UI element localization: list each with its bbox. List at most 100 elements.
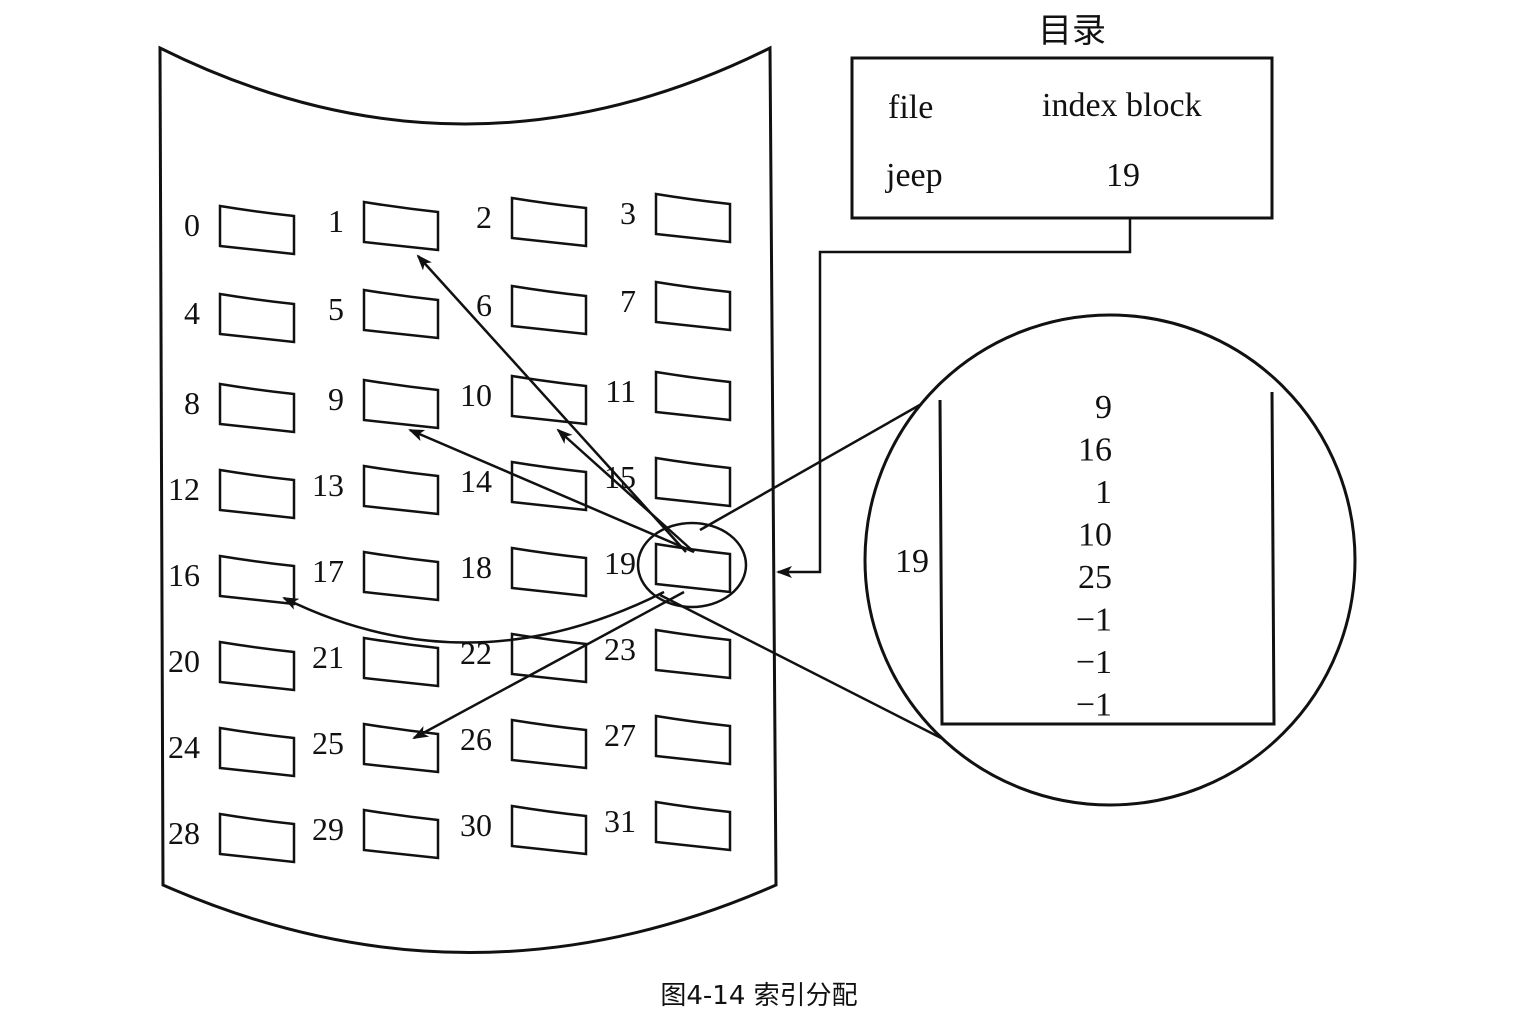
disk-block-label: 20	[168, 643, 200, 679]
disk-block-rect	[362, 200, 440, 252]
disk-block-label: 31	[604, 803, 636, 839]
disk-block-label: 13	[312, 467, 344, 503]
disk-block-17: 17	[312, 550, 440, 602]
disk-block-label: 26	[460, 721, 492, 757]
disk-block-5: 5	[328, 288, 440, 340]
disk-block-21: 21	[312, 636, 440, 688]
disk-block-rect	[510, 546, 588, 598]
disk-block-label: 17	[312, 553, 344, 589]
disk-block-label: 10	[460, 377, 492, 413]
disk-block-label: 9	[328, 381, 344, 417]
disk-block-24: 24	[168, 726, 296, 778]
directory-to-index-connector	[776, 218, 1132, 578]
disk-block-rect	[362, 636, 440, 688]
disk-block-27: 27	[604, 714, 732, 766]
disk-block-rect	[218, 640, 296, 692]
disk-block-rect	[218, 204, 296, 256]
disk-block-3: 3	[620, 192, 732, 244]
disk-block-30: 30	[460, 804, 588, 856]
disk-block-label: 28	[168, 815, 200, 851]
disk-block-rect	[362, 550, 440, 602]
disk-block-label: 2	[476, 199, 492, 235]
figure-caption: 图4-14 索引分配	[660, 981, 858, 1011]
disk-block-rect	[218, 292, 296, 344]
directory-table: 目录 file index block jeep 19	[850, 11, 1274, 220]
disk-block-20: 20	[168, 640, 296, 692]
disk-block-23: 23	[604, 628, 732, 680]
pointer-arrows	[282, 254, 695, 740]
disk-block-16: 16	[168, 554, 296, 606]
index-entry: −1	[1076, 644, 1112, 681]
pointer-arrow-19-to-16	[282, 590, 665, 644]
index-block-magnifier	[863, 313, 1357, 807]
disk-block-rect	[218, 726, 296, 778]
disk-block-19: 19	[604, 542, 732, 594]
magnifier-tangent-top	[699, 400, 926, 532]
directory-header-index-block: index block	[1042, 87, 1202, 124]
disk-block-15: 15	[604, 456, 732, 508]
disk-block-label: 23	[604, 631, 636, 667]
block-19-highlight-ellipse	[636, 521, 748, 609]
disk-block-label: 24	[168, 729, 200, 765]
disk-block-label: 14	[460, 463, 492, 499]
index-entry: 9	[1095, 389, 1112, 426]
index-entry: 10	[1078, 517, 1112, 554]
disk-block-22: 22	[460, 632, 588, 684]
disk-block-rect	[654, 714, 732, 766]
disk-block-label: 11	[605, 373, 636, 409]
index-entry: −1	[1076, 687, 1112, 724]
disk-block-rect	[218, 812, 296, 864]
disk-block-rect	[362, 378, 440, 430]
disk-block-rect	[654, 456, 732, 508]
disk-block-rect	[510, 284, 588, 336]
disk-block-12: 12	[168, 468, 296, 520]
index-entry: 1	[1095, 474, 1112, 511]
index-entry: 25	[1078, 559, 1112, 596]
disk-block-rect	[654, 280, 732, 332]
disk-outline	[158, 45, 778, 954]
disk-block-rect	[654, 192, 732, 244]
disk-block-29: 29	[312, 808, 440, 860]
directory-row-file: jeep	[885, 157, 943, 194]
disk-block-26: 26	[460, 718, 588, 770]
pointer-arrow-19-to-1	[416, 254, 687, 553]
index-block-container	[938, 391, 1276, 726]
disk-block-rect	[654, 800, 732, 852]
magnifier-tangent-bottom	[659, 593, 946, 742]
disk-block-rect	[510, 196, 588, 248]
pointer-arrow-19-to-25	[412, 590, 685, 740]
pointer-arrow-19-to-10	[556, 428, 695, 553]
disk-block-rect	[218, 468, 296, 520]
disk-block-7: 7	[620, 280, 732, 332]
disk-block-18: 18	[460, 546, 588, 598]
pointer-arrow-19-to-9	[408, 428, 695, 554]
directory-title: 目录	[1038, 11, 1106, 51]
disk-block-label: 16	[168, 557, 200, 593]
disk-block-label: 19	[604, 545, 636, 581]
index-block-label: 19	[895, 543, 929, 580]
disk-block-9: 9	[328, 378, 440, 430]
disk-block-label: 4	[184, 295, 200, 331]
disk-block-rect	[654, 370, 732, 422]
disk-block-rect	[362, 288, 440, 340]
disk-block-1: 1	[328, 200, 440, 252]
disk-block-label: 5	[328, 291, 344, 327]
disk-block-label: 1	[328, 203, 344, 239]
disk-block-label: 12	[168, 471, 200, 507]
directory-box	[850, 56, 1274, 220]
disk-block-rect	[362, 464, 440, 516]
disk-block-label: 30	[460, 807, 492, 843]
disk-block-6: 6	[476, 284, 588, 336]
disk-block-label: 8	[184, 385, 200, 421]
disk-block-label: 21	[312, 639, 344, 675]
disk-block-label: 18	[460, 549, 492, 585]
disk-block-label: 6	[476, 287, 492, 323]
disk-block-0: 0	[184, 204, 296, 256]
disk-block-rect	[218, 382, 296, 434]
directory-header-file: file	[888, 89, 933, 126]
disk-block-rect	[362, 808, 440, 860]
disk-block-31: 31	[604, 800, 732, 852]
